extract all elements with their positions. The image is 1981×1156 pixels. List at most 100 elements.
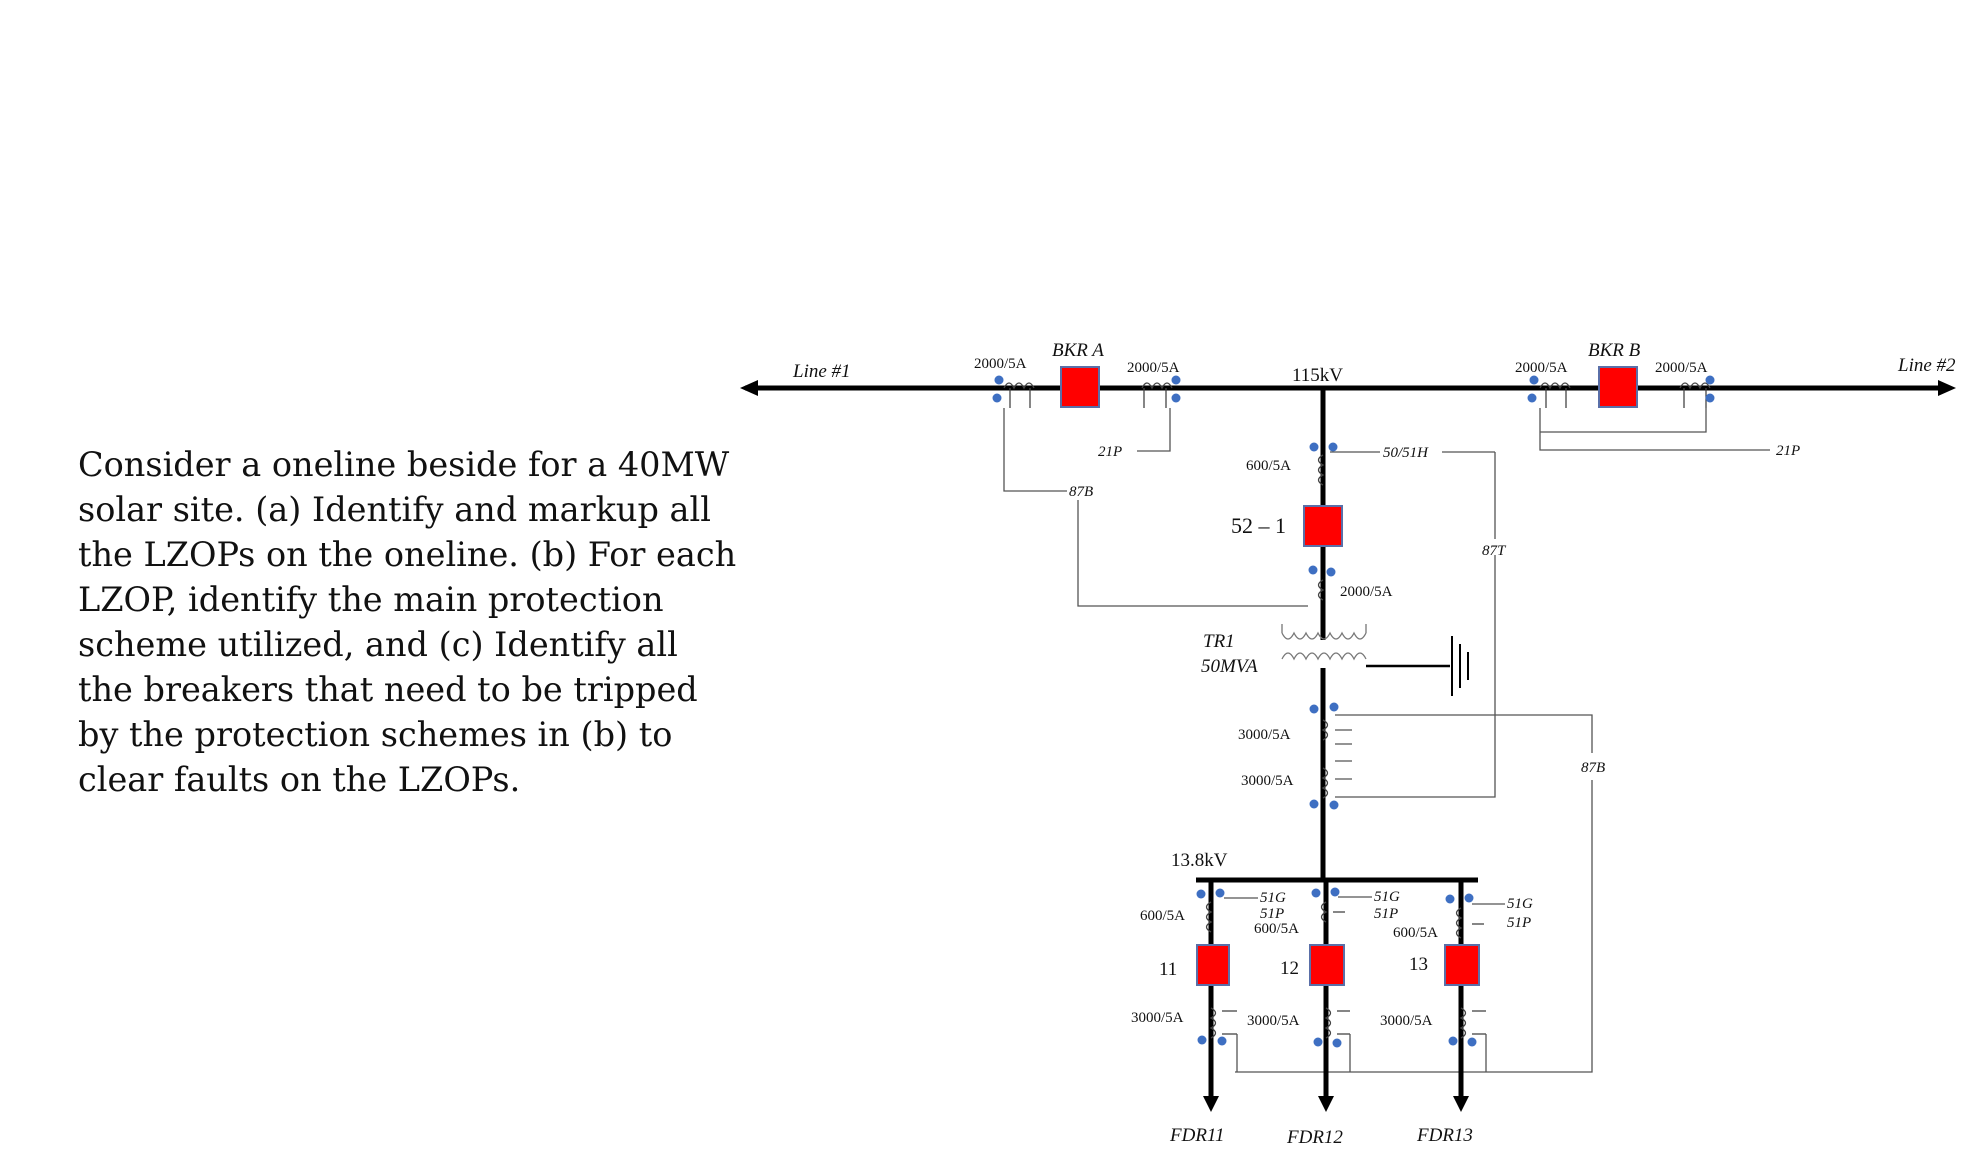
ct-f11-bottom-label: 3000/5A (1131, 1010, 1184, 1026)
ct-xfmr-lv-1-icon (1321, 719, 1329, 741)
ct-dot-icon (1330, 887, 1340, 897)
ct-dot-icon (1326, 567, 1336, 577)
ct-f11-bottom-icon (1209, 1007, 1237, 1039)
f12-51p-label: 51P (1374, 906, 1398, 922)
feeder-11-label: FDR11 (1169, 1125, 1225, 1146)
ct-f12-top-label: 600/5A (1254, 921, 1299, 937)
lv-bus-label: 13.8kV (1171, 850, 1228, 871)
ct-f13-top-label: 600/5A (1393, 925, 1438, 941)
lv-87b-wiring (1235, 714, 1593, 1073)
ct-dot-icon (1332, 1038, 1342, 1048)
ct-xfmr-lv-2-icon (1321, 767, 1329, 799)
bkr-a-breaker[interactable] (1060, 366, 1100, 408)
breaker-11-label: 11 (1159, 959, 1177, 980)
line2-label: Line #2 (1897, 355, 1956, 376)
ct-dot-icon (1329, 702, 1339, 712)
bkr-b-breaker[interactable] (1598, 366, 1638, 408)
ct-xfmr-hv-bottom-label: 2000/5A (1340, 584, 1393, 600)
ct-dot-icon (1313, 1037, 1323, 1047)
line2-21p-label: 21P (1776, 443, 1800, 459)
ct-dot-icon (1448, 1036, 1458, 1046)
f11-51g-label: 51G (1260, 890, 1286, 906)
transformer-icon (1281, 624, 1367, 661)
line2-arrow-icon (1938, 380, 1956, 396)
ct-f13-bottom-label: 3000/5A (1380, 1013, 1433, 1029)
ct-dot-icon (1309, 799, 1319, 809)
line1-21p-label: 21P (1098, 444, 1122, 460)
ct-dot-icon (1527, 393, 1537, 403)
f11-51p-label: 51P (1260, 906, 1284, 922)
ct-dot-icon (1329, 800, 1339, 810)
ct-dot-icon (1171, 393, 1181, 403)
f13-51g-label: 51G (1507, 896, 1533, 912)
ground-icon (1451, 636, 1469, 696)
ct-dot-icon (1328, 442, 1338, 452)
ct-a-right-icon (1141, 382, 1173, 408)
breaker-52-1-label: 52 – 1 (1231, 513, 1286, 538)
ct-f12-bottom-label: 3000/5A (1247, 1013, 1300, 1029)
ct-f12-bottom-icon (1324, 1007, 1350, 1039)
ct-dot-icon (1705, 393, 1715, 403)
ct-f13-bottom-icon (1459, 1007, 1486, 1039)
feeder-12-label: FDR12 (1286, 1127, 1343, 1148)
f13-51p-label: 51P (1507, 915, 1531, 931)
ct-dot-icon (1529, 375, 1539, 385)
ct-dot-icon (1309, 704, 1319, 714)
feeder-87b-wiring (1236, 1034, 1487, 1072)
ct-xfmr-hv-top-icon (1317, 454, 1325, 486)
ct-dot-icon (1705, 375, 1715, 385)
breaker-13-label: 13 (1409, 954, 1428, 975)
breaker-52-1[interactable] (1303, 505, 1343, 547)
bkr-b-label: BKR B (1588, 340, 1641, 361)
transformer-rating: 50MVA (1201, 656, 1258, 677)
line1-arrow-icon (740, 380, 758, 396)
ct-b-left-icon (1539, 382, 1571, 408)
ct-dot-icon (1467, 1037, 1477, 1047)
transformer-name: TR1 (1203, 631, 1235, 652)
lv-87b-label: 87B (1581, 760, 1605, 776)
xfmr-5051h-label: 50/51H (1383, 445, 1429, 461)
feeder-13-label: FDR13 (1416, 1125, 1473, 1146)
ct-dot-icon (1215, 888, 1225, 898)
ct-dot-icon (1445, 894, 1455, 904)
ct-a-left-label: 2000/5A (974, 356, 1027, 372)
ct-dot-icon (992, 393, 1002, 403)
xfmr-87t-wiring (1335, 452, 1496, 798)
ct-f13-top-icon (1455, 907, 1484, 939)
ct-f12-top-icon (1320, 901, 1345, 923)
hv-bus-label: 115kV (1292, 365, 1343, 386)
feeder-13-arrow-icon (1453, 1096, 1469, 1112)
line2-relay-wiring (1539, 408, 1770, 451)
ct-dot-icon (1197, 1035, 1207, 1045)
breaker-12-label: 12 (1280, 958, 1299, 979)
ct-xfmr-lv-1-label: 3000/5A (1238, 727, 1291, 743)
breaker-12[interactable] (1309, 944, 1345, 986)
ct-dot-icon (1217, 1036, 1227, 1046)
bkr-a-label: BKR A (1052, 340, 1104, 361)
question-text: Consider a oneline beside for a 40MW sol… (78, 445, 737, 799)
ct-dot-icon (1171, 375, 1181, 385)
ct-a-left-icon (1003, 382, 1035, 408)
ct-dot-icon (1311, 888, 1321, 898)
f12-51g-label: 51G (1374, 889, 1400, 905)
feeder-12-arrow-icon (1318, 1096, 1334, 1112)
ct-dot-icon (994, 375, 1004, 385)
ct-dot-icon (1196, 889, 1206, 899)
breaker-13[interactable] (1444, 944, 1480, 986)
ct-xfmr-hv-bottom-icon (1317, 579, 1325, 601)
ct-b-left-label: 2000/5A (1515, 360, 1568, 376)
ct-dot-icon (1308, 565, 1318, 575)
ct-dot-icon (1464, 893, 1474, 903)
ct-b-right-label: 2000/5A (1655, 360, 1708, 376)
feeder-11-arrow-icon (1203, 1096, 1219, 1112)
ct-a-right-label: 2000/5A (1127, 360, 1180, 376)
xfmr-87t-label: 87T (1482, 543, 1507, 559)
ct-f11-top-label: 600/5A (1140, 908, 1185, 924)
ct-xfmr-hv-top-label: 600/5A (1246, 458, 1291, 474)
line1-relay-wiring (1003, 408, 1308, 607)
line1-label: Line #1 (792, 361, 851, 382)
breaker-11[interactable] (1196, 944, 1230, 986)
line1-87b-label: 87B (1069, 484, 1093, 500)
ct-f11-top-icon (1205, 901, 1213, 933)
